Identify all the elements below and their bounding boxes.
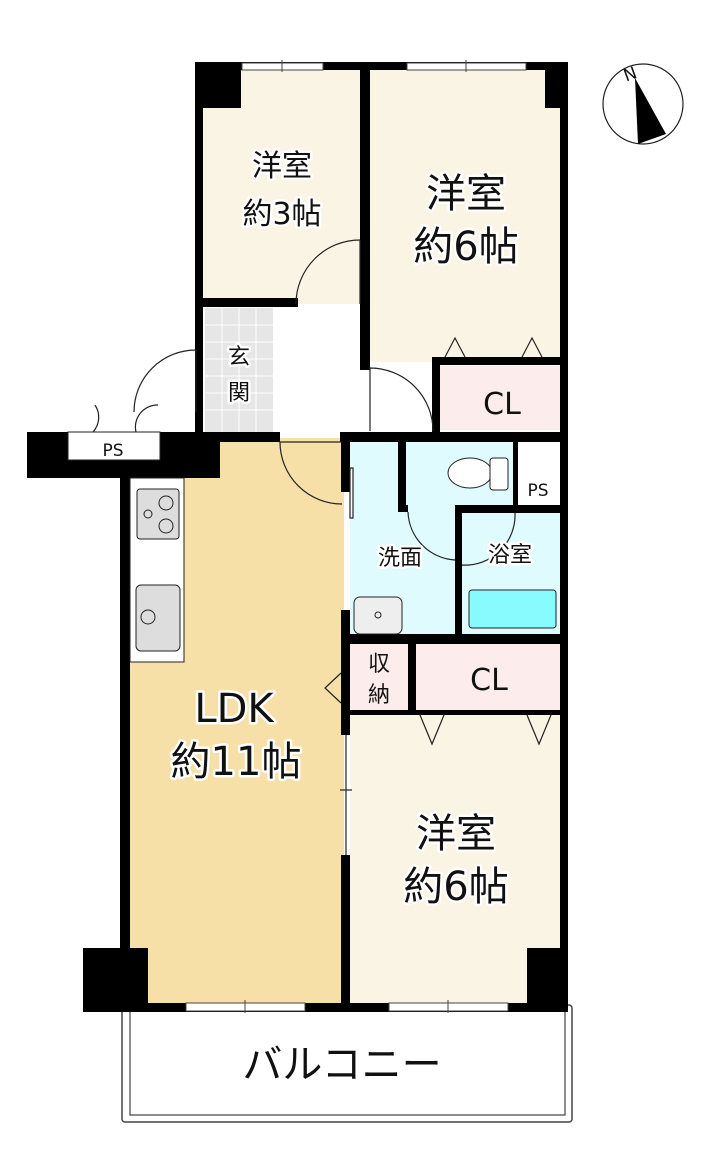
kitchen-counter — [129, 477, 185, 663]
doors — [92, 239, 552, 855]
storage-floor — [350, 644, 408, 712]
bathroom-label: 浴室 — [488, 543, 532, 568]
room-6jo-top-floor — [368, 66, 564, 362]
compass-icon: N — [602, 63, 684, 145]
stove-icon — [136, 488, 180, 540]
hallway-floor — [275, 308, 363, 434]
genkan-tiles — [205, 308, 273, 432]
balcony-label: バルコニー — [242, 1042, 441, 1088]
storage-label-2: 納 — [368, 683, 390, 708]
ps-right-label: PS — [527, 481, 548, 501]
ldk-label: LDK — [194, 686, 275, 732]
walls — [27, 62, 568, 1012]
closet-top-label: CL — [483, 387, 521, 422]
closet-bottom-label: CL — [470, 663, 508, 698]
bathtub-icon — [468, 589, 557, 629]
ps-right-floor — [515, 440, 560, 506]
washbasin-icon — [353, 596, 403, 635]
ps-left-box — [67, 431, 161, 461]
room-6jo-top-size: 約6帖 — [413, 224, 518, 270]
balcony — [121, 1004, 573, 1123]
closet-top-floor — [440, 366, 562, 430]
room-3jo-label: 洋室 — [252, 149, 312, 184]
sink-icon — [135, 584, 181, 652]
room-6jo-top-label: 洋室 — [426, 171, 506, 217]
closet-bottom-floor — [416, 644, 562, 710]
toilet-icon — [447, 457, 509, 491]
ldk-size: 約11帖 — [171, 739, 302, 785]
genkan-label: 玄 — [228, 345, 250, 370]
washroom-label: 洗面 — [378, 546, 422, 571]
genkan-label-2: 関 — [228, 381, 250, 406]
storage-label: 収 — [368, 652, 390, 677]
room-6jo-bottom-label: 洋室 — [416, 811, 496, 857]
room-6jo-bottom-size: 約6帖 — [403, 864, 508, 910]
windows — [185, 60, 527, 1013]
room-3jo-size: 約3帖 — [242, 197, 321, 232]
ps-left-label: PS — [102, 441, 123, 461]
